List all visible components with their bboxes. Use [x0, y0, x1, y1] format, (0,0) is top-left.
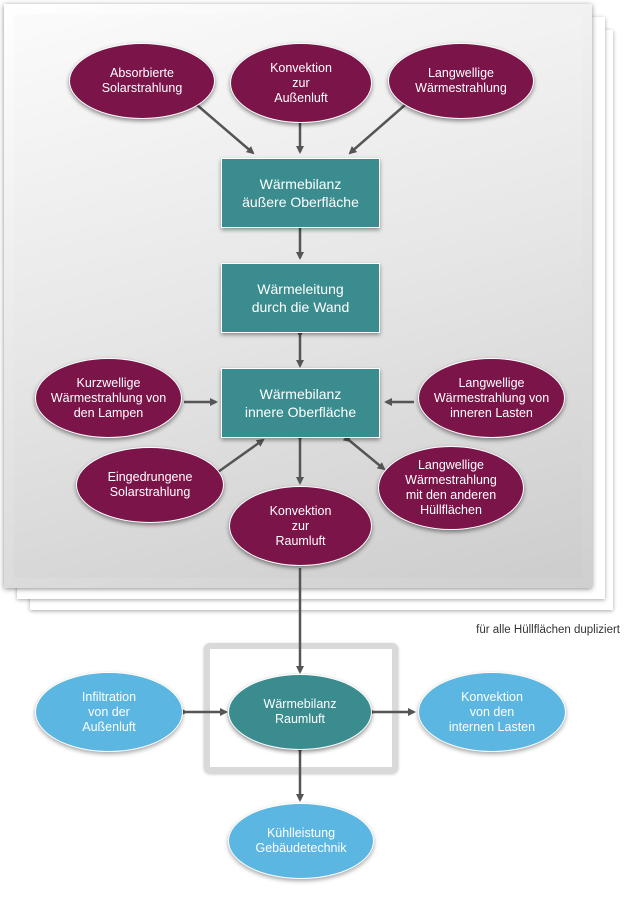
node-shortwave-lamps: Kurzwellige Wärmestrahlung von den Lampe… — [35, 358, 182, 438]
arrow-solar-to-outer — [196, 104, 255, 155]
node-convection-room-air: Konvektion zur Raumluft — [229, 486, 372, 566]
arrow-inner-envelope — [342, 434, 386, 471]
node-convection-outside-air: Konvektion zur Außenluft — [230, 43, 372, 123]
arrow-solar-in-to-inner — [217, 438, 265, 474]
node-longwave-radiation: Langwellige Wärmestrahlung — [388, 43, 534, 119]
node-outer-surface-balance: Wärmebilanz äußere Oberfläche — [221, 158, 380, 228]
node-longwave-envelope: Langwellige Wärmestrahlung mit den ander… — [378, 446, 524, 530]
node-longwave-internal-loads: Langwellige Wärmestrahlung von inneren L… — [418, 358, 565, 438]
node-cooling-capacity: Kühlleistung Gebäudetechnik — [228, 803, 374, 879]
node-convection-internal-loads: Konvektion von den internen Lasten — [418, 672, 566, 752]
node-penetrated-solar: Eingedrungene Solarstrahlung — [76, 447, 224, 523]
node-wall-conduction: Wärmeleitung durch die Wand — [221, 263, 380, 333]
arrow-longwave-to-outer — [348, 104, 406, 155]
node-infiltration: Infiltration von der Außenluft — [35, 672, 183, 752]
node-room-air-balance: Wärmebilanz Raumluft — [228, 674, 372, 750]
node-absorbed-solar: Absorbierte Solarstrahlung — [69, 43, 215, 119]
node-inner-surface-balance: Wärmebilanz innere Oberfläche — [221, 368, 380, 438]
duplicate-caption: für alle Hüllflächen dupliziert — [476, 624, 620, 636]
